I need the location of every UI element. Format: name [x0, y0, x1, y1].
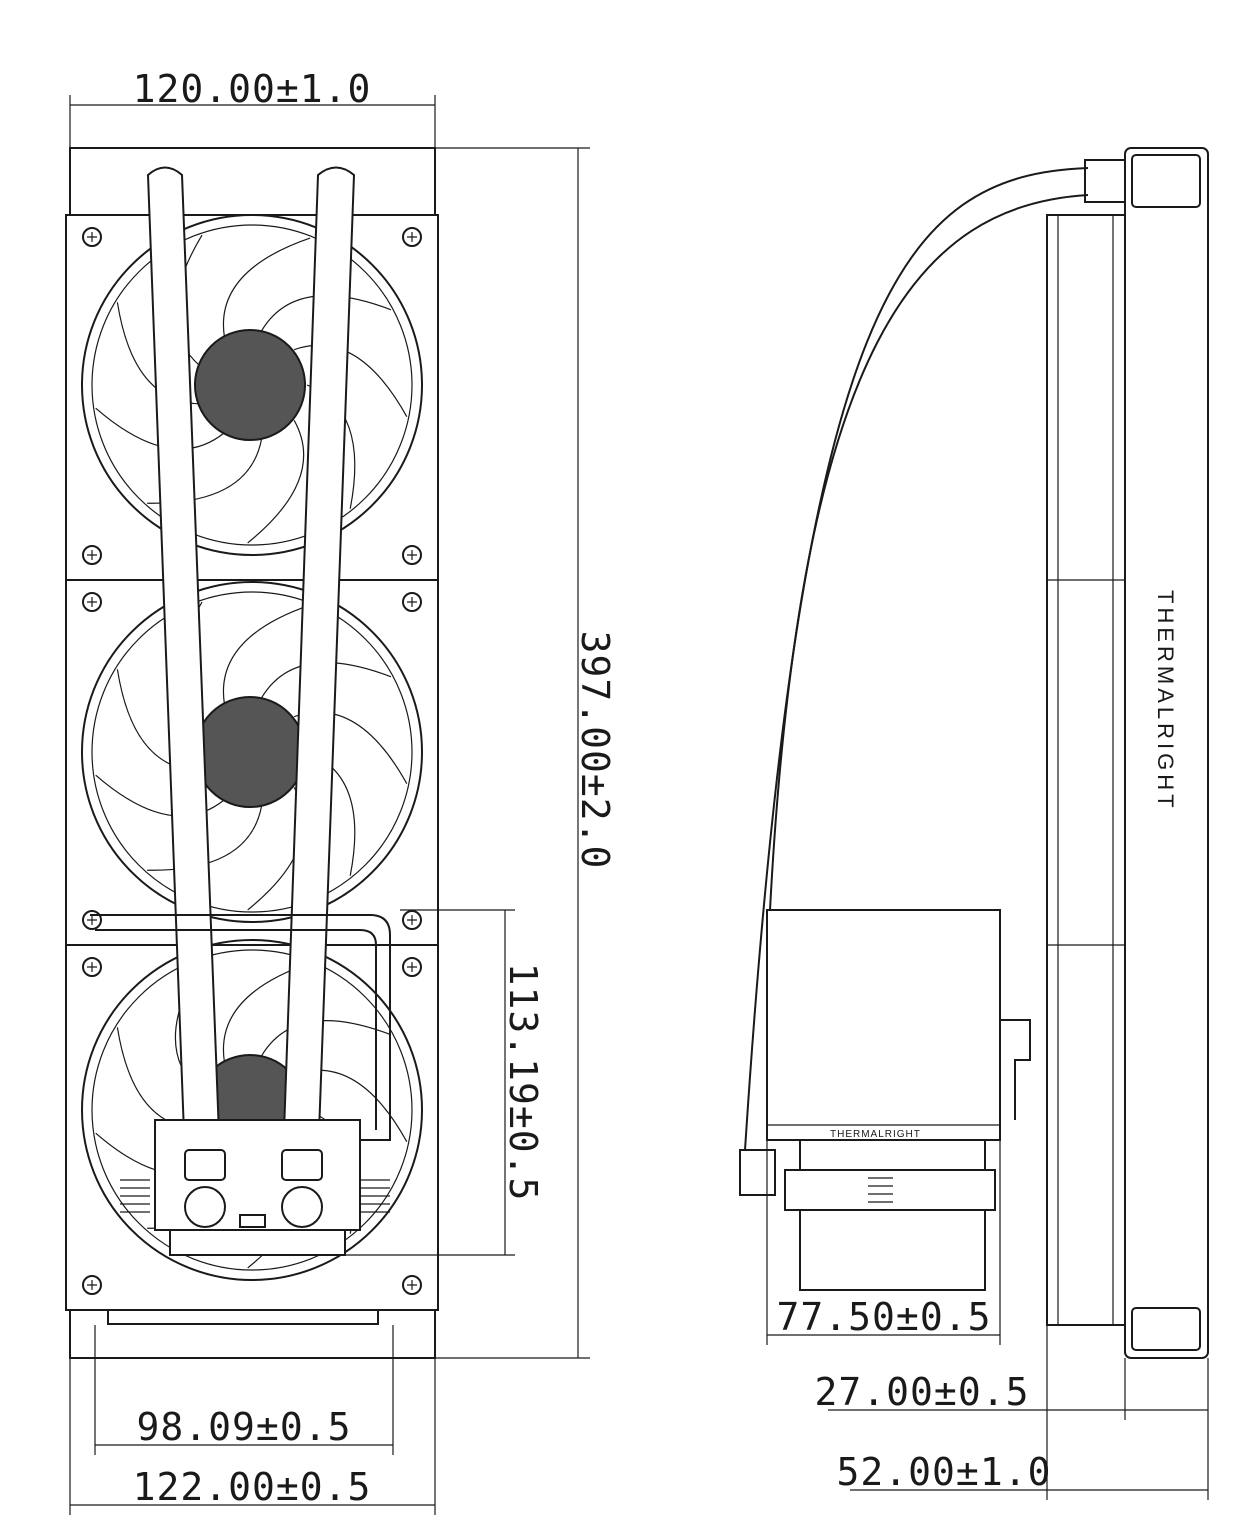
dim-total-thickness: 52.00±1.0 [837, 1450, 1052, 1494]
dim-height: 397.00±2.0 [573, 631, 617, 870]
dim-line-mount-width [94, 1325, 394, 1455]
fan-side-dividers [1047, 215, 1125, 1325]
pump-logo: THERMALRIGHT [830, 1129, 921, 1140]
screw-cross-icon [87, 550, 97, 560]
dim-line-pump-depth [766, 1140, 1001, 1345]
fan-stack-side [1046, 214, 1126, 1326]
fan-blade [95, 774, 225, 817]
screw-cross-icon [87, 232, 97, 242]
side-view: THERMALRIGHT THERMALRIGHT [739, 147, 1209, 1359]
tube-inner [769, 194, 1089, 911]
left-tube [146, 166, 222, 1161]
pump-mount [784, 1169, 996, 1211]
fan-blade [222, 604, 311, 705]
dim-line-width-top [69, 95, 436, 148]
screw-cross-icon [407, 915, 417, 925]
pump-base [169, 1229, 346, 1256]
dim-pump-height: 113.19±0.5 [501, 963, 545, 1202]
fan-ring [81, 939, 423, 1281]
side-dimensions: 77.50±0.5 27.00±0.5 52.00±1.0 [766, 1140, 1209, 1500]
bottom-tank [1131, 1307, 1201, 1351]
dim-line-total-thickness [850, 1325, 1208, 1500]
screw-cross-icon [87, 915, 97, 925]
fan-hub [194, 696, 306, 808]
pump-cable-inner [95, 929, 377, 1130]
pump-cable [90, 914, 391, 1141]
pump-cable-side [1000, 1019, 1031, 1120]
tube-outer [744, 167, 1089, 1151]
dim-width-bottom: 122.00±0.5 [133, 1465, 372, 1509]
fan-ring-inner [91, 949, 413, 1271]
screw-cross-icon [407, 1280, 417, 1290]
fan-blade [293, 344, 408, 417]
fan-blade [261, 295, 392, 332]
right-tube [281, 166, 356, 1161]
tube-fitting-top [1084, 159, 1126, 203]
fan-hub [194, 329, 306, 441]
bottom-plate [107, 1309, 379, 1325]
right-spring [360, 1179, 390, 1213]
dim-line-pump-height [340, 909, 515, 1256]
dim-radiator-thickness: 27.00±0.5 [815, 1370, 1030, 1414]
dim-width-top: 120.00±1.0 [133, 67, 372, 111]
front-dimensions: 120.00±1.0 397.00±2.0 113.19±0.5 98.09±0… [69, 67, 617, 1515]
fan-ring [81, 214, 423, 556]
left-port [184, 1186, 226, 1228]
right-fitting [281, 1149, 323, 1181]
pump-slot [239, 1214, 266, 1228]
pump-tube-fitting [739, 1149, 776, 1196]
fan-ring-inner [91, 224, 413, 546]
screw-cross-icon [87, 1280, 97, 1290]
screw-cross-icon [407, 597, 417, 607]
pump-coldplate [799, 1209, 986, 1291]
screw-cross-icon [407, 232, 417, 242]
pump-side [766, 909, 1001, 1141]
dim-line-width-bottom [69, 1358, 436, 1515]
fan-blade [147, 806, 263, 871]
right-port [281, 1186, 323, 1228]
pump-spring [868, 1169, 893, 1203]
front-view [65, 147, 439, 1359]
dim-line-height [435, 147, 590, 1359]
screw-cross-icon [407, 962, 417, 972]
fan-ring-inner [91, 591, 413, 913]
dim-mount-width: 98.09±0.5 [137, 1405, 352, 1449]
screw-cross-icon [407, 550, 417, 560]
dim-pump-depth: 77.50±0.5 [777, 1295, 992, 1339]
pump-lower [799, 1139, 986, 1171]
top-tank [1131, 154, 1201, 208]
left-spring [120, 1179, 150, 1213]
fan-ring [81, 581, 423, 923]
screw-cross-icon [87, 597, 97, 607]
radiator-logo: THERMALRIGHT [1153, 590, 1178, 812]
dim-line-radiator-thickness [828, 1358, 1209, 1500]
fan-blade [247, 420, 305, 544]
screw-cross-icon [87, 962, 97, 972]
left-fitting [184, 1149, 226, 1181]
fan-blade [222, 237, 311, 338]
